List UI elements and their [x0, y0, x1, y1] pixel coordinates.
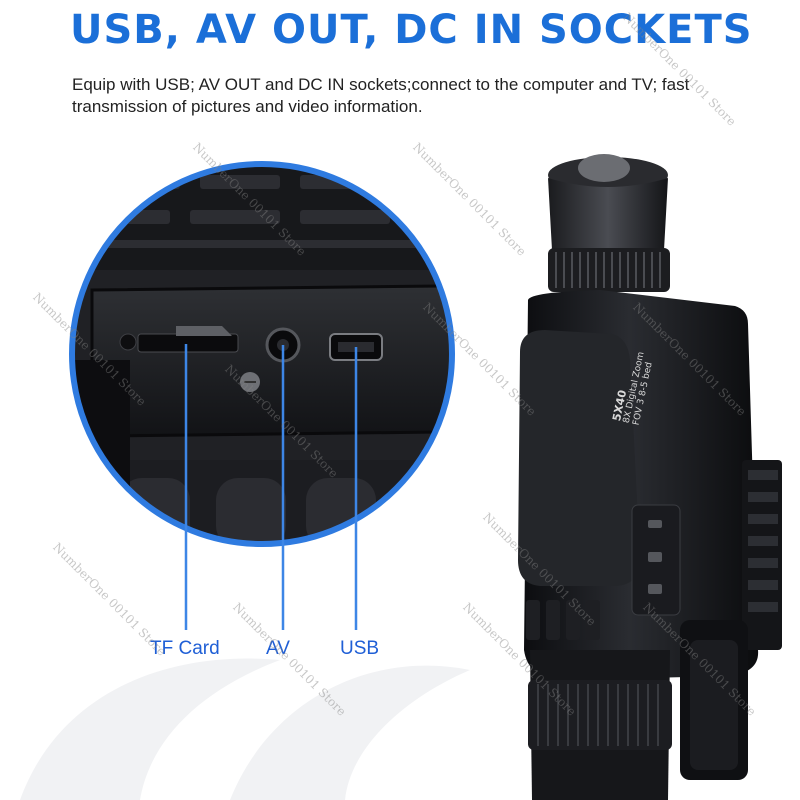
label-tf-card: TF Card [150, 638, 220, 659]
tf-card-slot [137, 333, 239, 353]
label-usb: USB [340, 638, 380, 659]
page-headline: USB, AV OUT, DC IN SOCKETS [70, 7, 753, 53]
label-av: AV [266, 638, 290, 659]
callout-lines [184, 344, 358, 630]
night-vision-monocular [518, 154, 782, 800]
port-closeup-circle [69, 161, 455, 547]
port-cover-icons [648, 520, 662, 594]
feature-description: Equip with USB; AV OUT and DC IN sockets… [72, 75, 690, 116]
